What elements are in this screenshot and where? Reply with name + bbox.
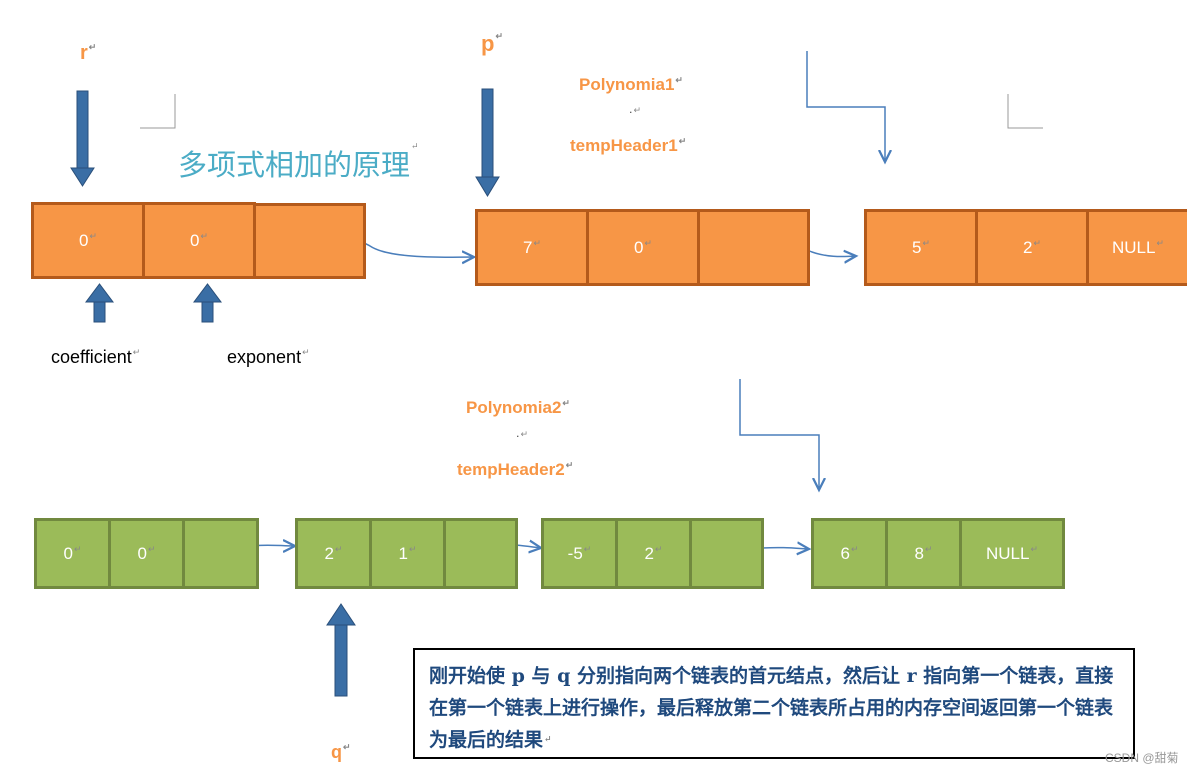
r-pointer-arrow xyxy=(70,90,95,187)
diagram-title: 多项式相加的原理 xyxy=(178,142,419,184)
exp-value: 2 xyxy=(644,544,662,564)
p-pointer-label: p xyxy=(481,31,503,57)
next-cell xyxy=(689,518,764,589)
next-value: NULL xyxy=(986,544,1038,564)
coef-value: 0 xyxy=(79,231,97,251)
coef-cell: 5 xyxy=(864,209,978,286)
next-value: NULL xyxy=(1112,238,1164,258)
explanation-box: 刚开始使 p 与 q 分别指向两个链表的首元结点，然后让 r 指向第一个链表，直… xyxy=(413,648,1135,759)
coef-cell: 6 xyxy=(811,518,888,589)
poly1-name: Polynomia1 xyxy=(579,75,683,95)
q-pointer-arrow xyxy=(326,603,356,697)
coef-cell: 0 xyxy=(31,202,145,279)
exp-cell: 1 xyxy=(369,518,446,589)
exp-value: 0 xyxy=(190,231,208,251)
exp-cell: 8 xyxy=(885,518,962,589)
exp-value: 1 xyxy=(398,544,416,564)
corner-mark xyxy=(140,94,176,129)
watermark: CSDN @甜菊 xyxy=(1105,751,1179,765)
coef-value: 7 xyxy=(523,238,541,258)
exp-cell: 2 xyxy=(615,518,692,589)
exp-value: 2 xyxy=(1023,238,1041,258)
q-pointer-label: q xyxy=(331,742,351,763)
exp-cell: 0 xyxy=(108,518,185,589)
coefficient-pointer-arrow xyxy=(85,283,114,323)
next-cell xyxy=(182,518,259,589)
coef-value: 2 xyxy=(324,544,342,564)
coef-cell: -5 xyxy=(541,518,618,589)
exp-cell: 0 xyxy=(142,202,256,279)
next-cell xyxy=(253,203,366,279)
exp-value: 0 xyxy=(634,238,652,258)
poly1-header: tempHeader1 xyxy=(570,136,686,156)
exp-cell: 0 xyxy=(586,209,700,286)
coef-value: 0 xyxy=(63,544,81,564)
next-cell xyxy=(697,209,810,286)
next-cell: NULL xyxy=(959,518,1065,589)
r-pointer-label: r xyxy=(80,42,96,65)
exp-value: 0 xyxy=(137,544,155,564)
coef-value: -5 xyxy=(568,544,592,564)
list2-link-3 xyxy=(761,548,809,549)
p-pointer-arrow xyxy=(475,88,500,197)
coef-cell: 7 xyxy=(475,209,589,286)
next-cell: NULL xyxy=(1086,209,1187,286)
exponent-label: exponent xyxy=(227,347,310,368)
poly1-dot: · xyxy=(629,106,641,119)
coef-value: 6 xyxy=(840,544,858,564)
coef-value: 5 xyxy=(912,238,930,258)
poly1-header-connector xyxy=(806,51,885,162)
exponent-pointer-arrow xyxy=(193,283,222,323)
coef-cell: 2 xyxy=(295,518,372,589)
coefficient-label: coefficient xyxy=(51,347,140,368)
poly2-header-connector xyxy=(739,379,819,490)
coef-cell: 0 xyxy=(34,518,111,589)
poly2-dot: · xyxy=(516,430,528,443)
next-cell xyxy=(443,518,518,589)
poly2-header: tempHeader2 xyxy=(457,460,573,480)
explanation-text: 刚开始使 p 与 q 分别指向两个链表的首元结点，然后让 r 指向第一个链表，直… xyxy=(429,665,1113,751)
exp-cell: 2 xyxy=(975,209,1089,286)
exp-value: 8 xyxy=(914,544,932,564)
corner-mark xyxy=(1007,94,1043,129)
poly2-name: Polynomia2 xyxy=(466,398,570,418)
